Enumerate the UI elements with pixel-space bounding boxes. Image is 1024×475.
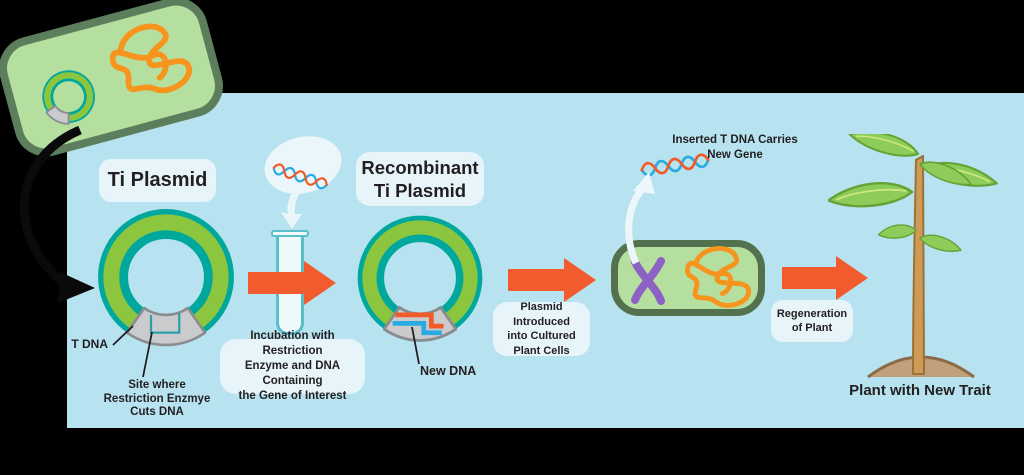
cultured-plant-cell [611, 240, 765, 316]
new-dna-blue-strand [392, 320, 442, 336]
mini-t-dna-segment [45, 104, 70, 125]
arrow-incubation [248, 261, 336, 305]
new-dna-label: New DNA [420, 364, 477, 378]
arrow-introduce [508, 258, 596, 302]
gene-of-interest-dna-icon [272, 163, 328, 190]
test-tube-rim [271, 230, 309, 237]
new-dna-orange-strand [395, 312, 444, 329]
chromosome-icon [631, 257, 665, 305]
gene-bubble [258, 128, 348, 202]
agrobacterium-cell [0, 0, 231, 164]
ti-plasmid-title-text: Ti Plasmid [107, 169, 208, 191]
t-dna-label: T DNA [71, 337, 108, 351]
arrow-regenerate [782, 256, 868, 300]
t-dna-leader-line [112, 325, 134, 346]
white-arrowhead [633, 172, 655, 194]
recombinant-ti-plasmid-ring [357, 215, 483, 342]
plant-illustration [828, 134, 998, 379]
plasmid-introduced-caption: Plasmid Introduced into Cultured Plant C… [493, 301, 590, 357]
plant-new-trait-label: Plant with New Trait [849, 382, 991, 399]
bubble-funnel-arrow [281, 184, 304, 229]
regeneration-caption: Regeneration of Plant [771, 300, 853, 342]
restriction-site-label: Site where Restriction Enzmye Cuts DNA [103, 379, 211, 418]
inserted-t-dna-icon [640, 153, 710, 177]
cell-to-dna-arrow [625, 185, 646, 265]
ti-plasmid-title: Ti Plasmid [99, 159, 216, 202]
t-dna-staple [149, 313, 181, 334]
new-dna-leader-line [411, 326, 420, 365]
plant-stem [912, 155, 925, 375]
recombinant-title: Recombinant Ti Plasmid [356, 152, 484, 206]
cell-dna-tangle-icon [685, 246, 751, 308]
site-leader-line [142, 331, 153, 378]
mini-plasmid-icon [42, 70, 95, 125]
inserted-t-dna-label: Inserted T DNA Carries New Gene [672, 134, 798, 161]
black-arrowhead [58, 272, 95, 303]
plant-leaves [828, 134, 998, 252]
incubation-caption: Incubation with Restriction Enzyme and D… [220, 330, 365, 402]
bacterial-dna-tangle-icon [109, 23, 192, 94]
bacterium-to-plasmid-arrow [19, 125, 82, 292]
